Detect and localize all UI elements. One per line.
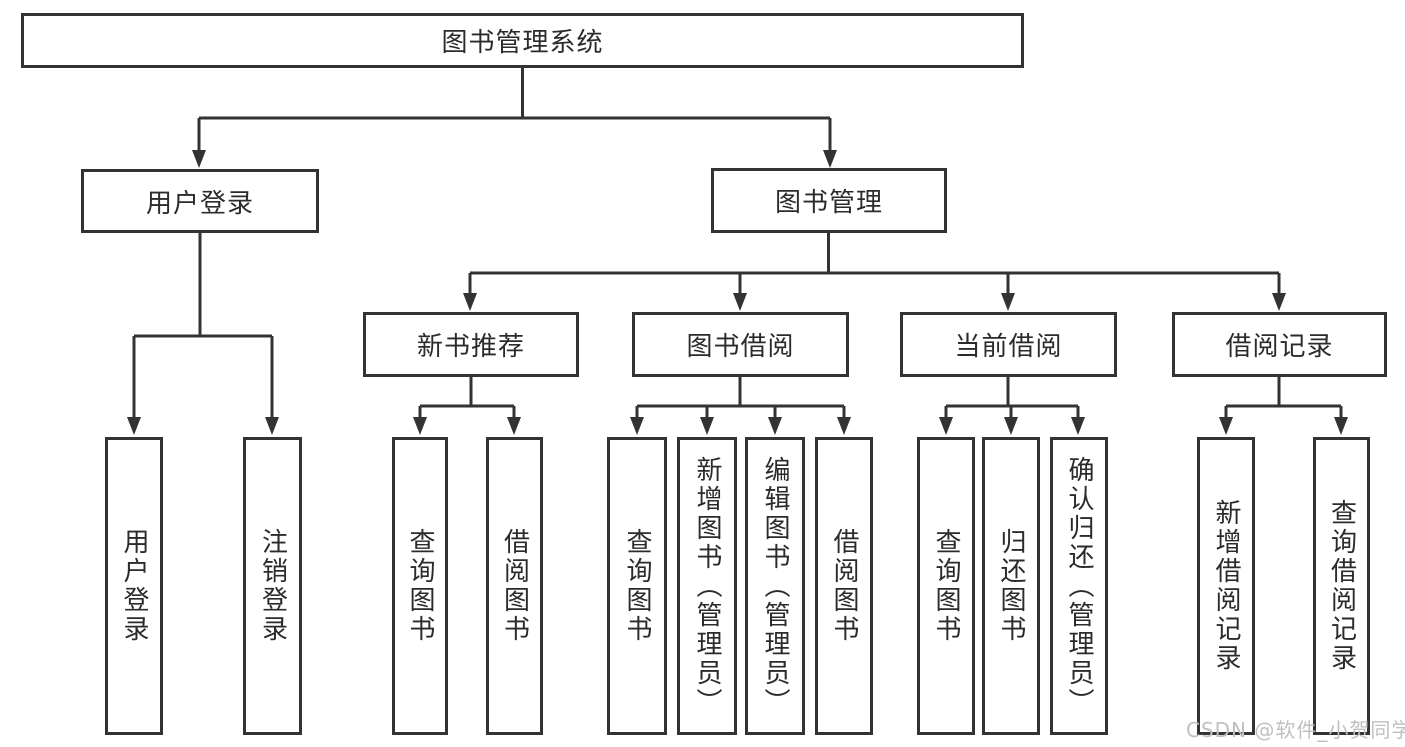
- node-user-login: 用户登录: [81, 169, 319, 233]
- leaf-edit-book-admin: 编辑图书（管理员）: [745, 437, 805, 735]
- arrowhead: [1004, 417, 1018, 435]
- connector-current-borrow-to-children: [944, 376, 1080, 422]
- node-book-management: 图书管理: [711, 168, 947, 233]
- arrowhead: [630, 417, 644, 435]
- arrowhead: [837, 417, 851, 435]
- node-label: 当前借阅: [954, 332, 1063, 362]
- leaf-query-borrow-record: 查询借阅记录: [1313, 437, 1370, 735]
- node-borrow-records: 借阅记录: [1172, 312, 1387, 377]
- node-current-borrow: 当前借阅: [900, 312, 1117, 377]
- leaf-label: 注销登录: [257, 528, 288, 644]
- leaf-query-books: 查询图书: [917, 437, 975, 735]
- arrowhead: [265, 417, 279, 435]
- arrowhead: [463, 293, 477, 311]
- arrowhead: [1001, 293, 1015, 311]
- connector-book-management-to-level3: [468, 232, 1281, 298]
- leaf-label: 新增借阅记录: [1211, 499, 1241, 673]
- arrowhead: [823, 150, 837, 168]
- arrowhead: [733, 293, 747, 311]
- connector-borrow-records-to-children: [1224, 376, 1343, 422]
- leaf-label: 归还图书: [996, 528, 1026, 644]
- leaf-label: 借阅图书: [499, 528, 530, 644]
- leaf-return-books: 归还图书: [982, 437, 1040, 735]
- arrowhead: [1334, 417, 1348, 435]
- arrowhead: [768, 417, 782, 435]
- leaf-label: 新增图书（管理员）: [692, 455, 722, 717]
- leaf-label: 用户登录: [119, 528, 149, 644]
- leaf-borrow-books: 借阅图书: [815, 437, 873, 735]
- arrowhead: [939, 417, 953, 435]
- node-library-system: 图书管理系统: [21, 13, 1024, 68]
- connector-book-borrow-to-children: [635, 376, 846, 422]
- arrowhead: [127, 417, 141, 435]
- leaf-label: 查询图书: [622, 528, 652, 644]
- leaf-label: 借阅图书: [829, 528, 859, 644]
- leaf-query-books: 查询图书: [607, 437, 667, 735]
- leaf-logout: 注销登录: [243, 437, 302, 735]
- leaf-label: 编辑图书（管理员）: [760, 455, 790, 717]
- leaf-label: 查询图书: [405, 528, 435, 644]
- leaf-label: 查询图书: [931, 528, 961, 644]
- node-new-book-recommend: 新书推荐: [363, 312, 579, 377]
- leaf-add-book-admin: 新增图书（管理员）: [677, 437, 737, 735]
- arrowhead: [192, 150, 206, 168]
- node-label: 图书管理: [774, 188, 883, 218]
- node-label: 图书借阅: [686, 332, 795, 362]
- leaf-label: 查询借阅记录: [1326, 499, 1357, 673]
- arrowhead: [1219, 417, 1233, 435]
- node-label: 借阅记录: [1225, 332, 1334, 362]
- leaf-confirm-return-admin: 确认归还（管理员）: [1050, 437, 1108, 735]
- leaf-query-books: 查询图书: [392, 437, 448, 735]
- arrowhead: [700, 417, 714, 435]
- node-label: 用户登录: [145, 188, 254, 219]
- leaf-user-login: 用户登录: [105, 437, 163, 735]
- csdn-watermark: CSDN @软件_小贺同学: [1186, 718, 1405, 742]
- arrowhead: [1071, 417, 1085, 435]
- leaf-add-borrow-record: 新增借阅记录: [1197, 437, 1255, 735]
- leaf-label: 确认归还（管理员）: [1064, 455, 1094, 717]
- node-label: 图书管理系统: [441, 28, 604, 58]
- leaf-borrow-books: 借阅图书: [486, 437, 543, 735]
- arrowhead: [413, 417, 427, 435]
- arrowhead: [1272, 293, 1286, 311]
- connector-user-login-to-children: [132, 232, 274, 422]
- arrowhead: [507, 417, 521, 435]
- connector-new-book-recommend-to-children: [418, 376, 516, 422]
- node-label: 新书推荐: [416, 332, 525, 362]
- connector-root-to-level2: [197, 66, 832, 155]
- node-book-borrow: 图书借阅: [632, 312, 849, 377]
